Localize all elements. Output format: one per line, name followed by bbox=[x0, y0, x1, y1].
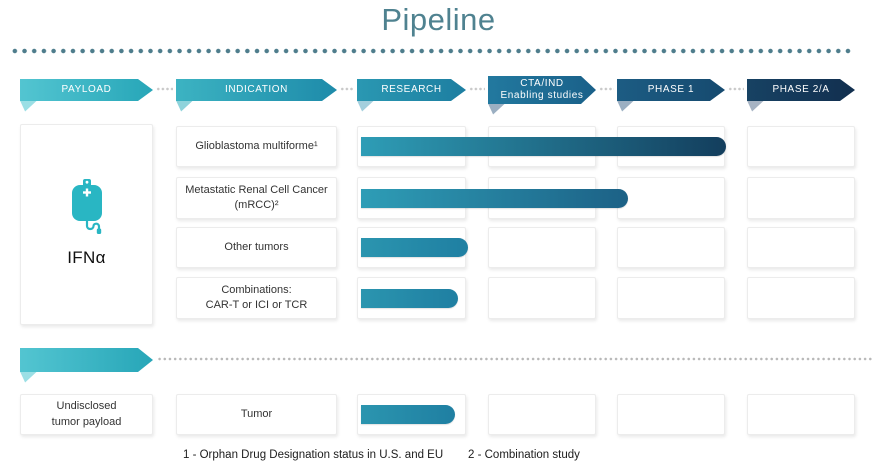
pipeline-cell-phase2a bbox=[747, 177, 855, 219]
pipeline-cell-phase1 bbox=[617, 277, 725, 319]
stage-arrow-research: RESEARCH bbox=[357, 79, 466, 101]
progress-bar bbox=[361, 405, 455, 424]
pipeline-cell-phase1 bbox=[617, 227, 725, 268]
progress-bar bbox=[361, 137, 726, 156]
pipeline-cell-phase2a bbox=[747, 394, 855, 435]
stage-connector-dots bbox=[156, 87, 173, 91]
stage-label: RESEARCH bbox=[381, 84, 442, 96]
footnote-2: 2 - Combination study bbox=[468, 449, 580, 461]
stage-connector-dots bbox=[728, 87, 744, 91]
page-title: Pipeline bbox=[381, 2, 496, 37]
indication-card: Metastatic Renal Cell Cancer (mRCC)² bbox=[176, 177, 337, 219]
indication-label: Metastatic Renal Cell Cancer bbox=[185, 183, 328, 196]
pipeline-cell-cta-ind bbox=[488, 394, 596, 435]
undisclosed-payload-card: Undisclosed tumor payload bbox=[20, 394, 153, 435]
progress-bar bbox=[361, 238, 468, 257]
stage-label: INDICATION bbox=[224, 84, 289, 96]
stage-arrow-indication: INDICATION bbox=[176, 79, 337, 101]
pipeline-cell-phase1 bbox=[617, 177, 725, 219]
indication-label: CAR-T or ICI or TCR bbox=[205, 299, 308, 311]
stage-arrow-phase1: PHASE 1 bbox=[617, 79, 725, 101]
indication-label: Tumor bbox=[240, 407, 273, 420]
stage-label: PAYLOAD bbox=[61, 84, 112, 96]
payload-label: IFNα bbox=[67, 248, 106, 268]
stage-label: PHASE 1 bbox=[647, 84, 695, 96]
pipeline-cell-phase2a bbox=[747, 277, 855, 319]
stage-arrow-fold bbox=[20, 100, 37, 112]
indication-card: Tumor bbox=[176, 394, 337, 435]
stage-connector-dots bbox=[599, 87, 614, 91]
indication-label: (mRCC)² bbox=[234, 199, 279, 211]
progress-bar bbox=[361, 288, 458, 308]
section-separator-dots bbox=[157, 357, 872, 361]
pipeline-cell-phase2a bbox=[747, 227, 855, 268]
stage-arrow-fold bbox=[747, 100, 764, 112]
title-separator-dots bbox=[10, 47, 854, 55]
stage-label: PHASE 2/A bbox=[772, 84, 830, 96]
stage-arrow-fold bbox=[357, 100, 374, 112]
undisclosed-section-arrow bbox=[20, 348, 153, 372]
iv-bag-icon bbox=[67, 178, 107, 241]
stage-label: CTA/IND bbox=[520, 78, 564, 90]
stage-connector-dots bbox=[340, 87, 354, 91]
payload-card: IFNα bbox=[20, 124, 153, 325]
pipeline-cell-phase1 bbox=[617, 394, 725, 435]
stage-arrow-phase2a: PHASE 2/A bbox=[747, 79, 855, 101]
pipeline-cell-cta-ind bbox=[488, 227, 596, 268]
progress-bar bbox=[361, 188, 628, 208]
pipeline-cell-cta-ind bbox=[488, 277, 596, 319]
stage-arrow-fold bbox=[617, 100, 634, 112]
payload-label-line: tumor payload bbox=[51, 415, 122, 428]
indication-label: Glioblastoma multiforme¹ bbox=[195, 139, 318, 152]
undisclosed-arrow-fold bbox=[20, 371, 37, 383]
indication-card: Other tumors bbox=[176, 227, 337, 268]
indication-card: Combinations: CAR-T or ICI or TCR bbox=[176, 277, 337, 319]
payload-label-line: Undisclosed bbox=[56, 400, 117, 413]
stage-arrow-fold bbox=[488, 103, 505, 115]
stage-connector-dots bbox=[469, 87, 485, 91]
stage-label: Enabling studies bbox=[500, 90, 584, 101]
indication-label: Combinations: bbox=[221, 283, 292, 296]
pipeline-cell-phase2a bbox=[747, 126, 855, 167]
stage-arrow-payload: PAYLOAD bbox=[20, 79, 153, 101]
footnote-1: 1 - Orphan Drug Designation status in U.… bbox=[183, 449, 444, 461]
stage-arrow-fold bbox=[176, 100, 193, 112]
indication-card: Glioblastoma multiforme¹ bbox=[176, 126, 337, 167]
indication-label: Other tumors bbox=[224, 240, 289, 253]
